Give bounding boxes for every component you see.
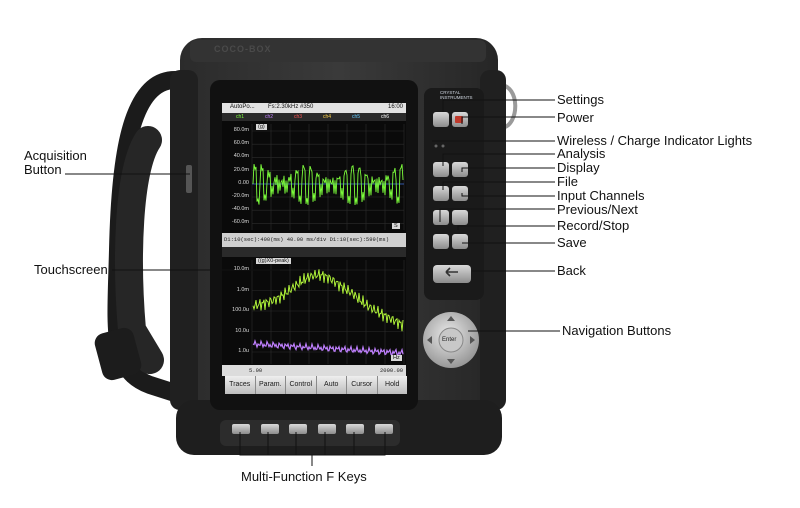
bottom-y-tick-label: 1.0u (238, 348, 249, 354)
f-key (232, 424, 250, 434)
enter-label: Enter (442, 337, 457, 343)
callout-save: Save (557, 235, 587, 250)
f-key (318, 424, 336, 434)
device-brand: COCO-BOX (214, 44, 272, 54)
bottom-y-tick-label: 10.0u (235, 327, 249, 334)
softkey-hold[interactable]: Hold (377, 376, 407, 394)
status-clock: 16:00 (388, 104, 404, 110)
panel-key (452, 234, 468, 249)
bottom-x-max: 2000.00 (380, 367, 404, 374)
top-y-tick-label: 20.0m (233, 166, 249, 173)
callout-file: File (557, 174, 578, 189)
nav-left-icon (427, 336, 432, 344)
softkey-traces[interactable]: Traces (225, 376, 256, 394)
channel-label: ch4 (323, 114, 332, 120)
top-y-tick-label: 40.0m (233, 153, 249, 160)
callout-navigation-buttons: Navigation Buttons (562, 323, 672, 338)
top-y-tick-label: 80.0m (233, 127, 249, 133)
callout-settings: Settings (557, 92, 604, 107)
bottom-plot-tag: ((g)X0-peak) (256, 258, 291, 264)
bottom-y-tick-label: 10.0m (233, 266, 249, 272)
top-y-tick-label: -60.0m (231, 219, 249, 226)
softkey-control[interactable]: Control (286, 376, 317, 394)
panel-key (433, 210, 449, 225)
handle-grip (115, 126, 164, 374)
nav-down-icon (447, 359, 455, 364)
panel-key (433, 234, 449, 249)
panel-key (433, 186, 449, 201)
callout-analysis: Analysis (557, 146, 606, 161)
channel-label: ch1 (236, 114, 245, 120)
nav-up-icon (447, 316, 455, 321)
f-key (261, 424, 279, 434)
callout-touchscreen: Touchscreen (34, 262, 108, 277)
channel-label: ch3 (294, 114, 303, 120)
channel-label: ch2 (265, 114, 274, 120)
panel-key (452, 162, 468, 177)
panel-key (452, 210, 468, 225)
spectrum-trace (252, 269, 404, 332)
top-y-tick-label: -40.0m (231, 206, 249, 213)
spectrum-floor-trace (252, 339, 404, 356)
f-key (346, 424, 364, 434)
channel-label: ch5 (352, 114, 361, 120)
callout-previous-next: Previous/Next (557, 202, 638, 217)
status-info: Fs:2.30kHz #350 (268, 104, 314, 110)
power-led (455, 116, 463, 123)
callout-f-keys: Multi-Function F Keys (241, 469, 367, 484)
indicator-light (441, 144, 445, 148)
bottom-plot-corner: Hz (391, 355, 402, 361)
softkey-auto[interactable]: Auto (316, 376, 347, 394)
leader-lines (65, 99, 560, 466)
bottom-y-tick-label: 100.0u (232, 307, 249, 313)
softkey-cursor[interactable]: Cursor (347, 376, 378, 394)
callout-acquisition-button: Acquisition Button (24, 148, 87, 177)
callout-power: Power (557, 110, 594, 125)
time-trace (252, 164, 404, 206)
callout-wireless-charge: Wireless / Charge Indicator Lights (557, 133, 753, 148)
time-plot (222, 121, 406, 233)
status-title: AutoPo... (230, 104, 255, 110)
bottom-y-tick-label: 1.0m (236, 286, 249, 293)
back-button (433, 265, 471, 283)
back-arrow-icon (445, 267, 458, 277)
panel-key (433, 162, 449, 177)
nav-right-icon (470, 336, 475, 344)
softkey-bar: Traces Param. Control Auto Cursor Hold (225, 376, 407, 394)
acquisition-button (186, 165, 192, 193)
f-key (375, 424, 393, 434)
brand-logo: CRYSTAL INSTRUMENTS (440, 90, 473, 100)
top-plot-corner: S (392, 223, 400, 229)
top-y-tick-label: 60.0m (233, 140, 249, 147)
top-y-tick-label: 0.00 (238, 179, 249, 186)
f-key (289, 424, 307, 434)
bottom-x-min: 5.00 (249, 367, 263, 374)
panel-key (452, 186, 468, 201)
top-plot-tag: (g) (256, 124, 267, 130)
callout-record-stop: Record/Stop (557, 218, 630, 233)
panel-key (433, 112, 449, 127)
callout-back: Back (557, 263, 586, 278)
callout-display: Display (557, 160, 600, 175)
channel-label: ch6 (381, 114, 390, 120)
indicator-light (434, 144, 438, 148)
top-plot-caption: D1:10(sec):400(ms) 40.00 ms/div D1:10(se… (224, 236, 390, 243)
top-y-tick-label: -20.0m (231, 193, 249, 199)
softkey-param[interactable]: Param. (255, 376, 286, 394)
callout-input-channels: Input Channels (557, 188, 645, 203)
